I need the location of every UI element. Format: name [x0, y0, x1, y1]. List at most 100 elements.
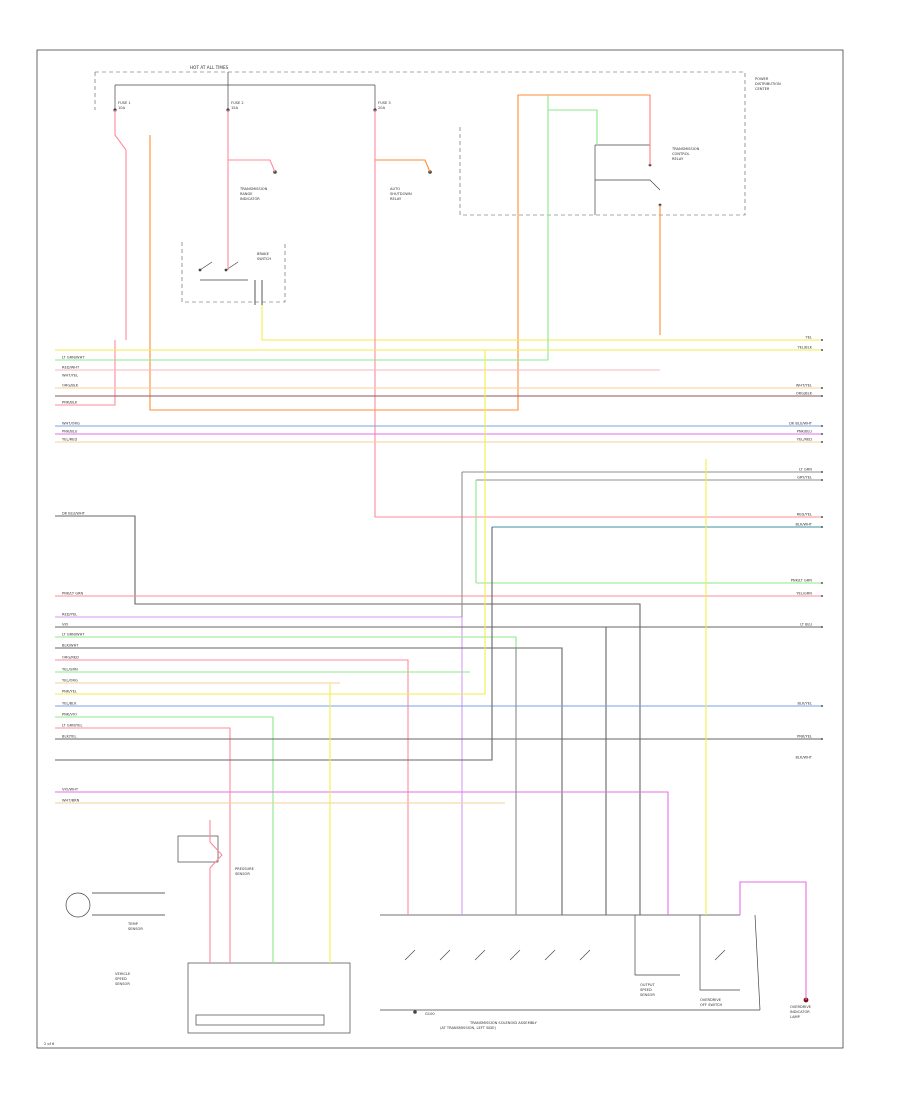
wire-46 [55, 791, 669, 915]
right-wire-label: DK BLU/WHT [789, 422, 813, 426]
right-wire-label: LT BLU [800, 623, 812, 627]
left-wire-label: LT GRN/WHT [62, 356, 85, 360]
left-wire-label: LT GRN/WHT [62, 633, 85, 637]
terminal-dot-4 [821, 395, 823, 397]
right-wire-label: BLK/WHT [796, 756, 813, 760]
svg-text:TEMP: TEMP [127, 922, 139, 926]
right-wire-label: YEL/BLK [797, 346, 812, 350]
speed-sensor-block: VEHICLE SPEED SENSOR [115, 962, 351, 1034]
svg-text:INDICATOR: INDICATOR [240, 197, 260, 201]
svg-text:SENSOR: SENSOR [640, 993, 655, 997]
right-wire-label: YEL/GRN [796, 592, 812, 596]
left-wire-label: PNK/LT GRN [62, 592, 84, 596]
svg-text:TRANSMISSION SOLENOID ASSEMBLY: TRANSMISSION SOLENOID ASSEMBLY [469, 1021, 538, 1025]
overdrive-indicator-lamp: OVERDRIVE INDICATOR LAMP [790, 997, 812, 1019]
terminal-dot-11 [821, 526, 823, 528]
wire-label-layer: LT GRN/WHTRED/WHTWHT/YELORG/BLKPNK/BLKWH… [62, 336, 823, 803]
right-wire-label: ORG/BLK [796, 392, 813, 396]
trans-range-indicator: TRANSMISSION RANGE INDICATOR [239, 170, 277, 201]
terminal-dot-5 [821, 425, 823, 427]
terminal-dot-9 [821, 479, 823, 481]
left-wire-label: WHT/ORG [62, 422, 80, 426]
svg-text:RELAY: RELAY [672, 157, 684, 161]
left-wire-label: VIO [62, 623, 69, 627]
right-wire-label: RED/YEL [797, 513, 812, 517]
svg-text:OVERDRIVE: OVERDRIVE [700, 998, 722, 1002]
trans-control-relay: TRANSMISSION CONTROL RELAY [594, 144, 700, 215]
right-wire-label: BLK/YEL [797, 702, 812, 706]
fuse-1: FUSE 1 10A [113, 101, 131, 112]
wire-1 [114, 110, 127, 340]
wire-40 [55, 350, 486, 695]
left-wire-label: WHT/YEL [62, 374, 78, 378]
left-wire-label: PNK/BLU [62, 430, 78, 434]
svg-text:10A: 10A [118, 106, 126, 110]
diagram-frame [36, 49, 844, 1049]
svg-text:BRAKE: BRAKE [257, 252, 270, 256]
terminal-dot-14 [821, 626, 823, 628]
left-wire-label: RED/WHT [62, 366, 80, 370]
page-number: 2 of 6 [44, 1042, 55, 1046]
wire-35 [55, 647, 563, 915]
temp-sensor: TEMP SENSOR [65, 892, 143, 931]
svg-text:SENSOR: SENSOR [115, 982, 130, 986]
wire-2 [149, 94, 651, 411]
left-wire-label: PNK/YEL [62, 690, 77, 694]
right-wire-label: WHT/YEL [796, 384, 812, 388]
svg-text:SWITCH: SWITCH [257, 257, 271, 261]
left-wire-label: YEL/ORG [62, 679, 78, 683]
wire-11 [374, 160, 822, 518]
pdb-label-3: CENTER [755, 87, 770, 91]
terminal-dot-16 [821, 738, 823, 740]
svg-text:15A: 15A [231, 106, 239, 110]
svg-text:RANGE: RANGE [240, 192, 253, 196]
svg-text:FUSE 1: FUSE 1 [118, 101, 131, 105]
auto-shutdown-relay: AUTO SHUTDOWN RELAY [390, 170, 432, 201]
trans-solenoid-assembly: TRANSMISSION SOLENOID ASSEMBLY (AT TRANS… [380, 914, 761, 1030]
svg-text:SPEED: SPEED [115, 977, 127, 981]
left-wire-label: BLK/YEL [62, 735, 77, 739]
power-distribution-box [94, 71, 746, 216]
right-wire-label: LT GRN [799, 468, 812, 472]
svg-text:AUTO: AUTO [390, 187, 400, 191]
svg-text:LAMP: LAMP [790, 1015, 801, 1019]
right-wire-label: BLK/WHT [796, 523, 813, 527]
svg-text:OUTPUT: OUTPUT [640, 983, 655, 987]
terminal-dot-3 [821, 387, 823, 389]
terminal-dot-6 [821, 433, 823, 435]
output-speed-sensor: OUTPUT SPEED SENSOR [640, 983, 655, 997]
fuse-3: FUSE 3 20A [373, 101, 391, 112]
svg-text:CONTROL: CONTROL [672, 152, 690, 156]
left-wire-label: DK BLU/WHT [62, 512, 86, 516]
power-label: HOT AT ALL TIMES [190, 65, 229, 70]
wire-45 [55, 527, 493, 761]
right-wire-label: GRY/YEL [797, 476, 812, 480]
pdb-label-1: POWER [755, 77, 769, 81]
left-wire-label: ORG/BLK [62, 384, 79, 388]
left-wire-label: YEL/GRN [62, 668, 78, 672]
wire-12 [55, 95, 549, 361]
wire-54 [739, 881, 807, 1000]
wire-10 [375, 159, 431, 173]
svg-text:RELAY: RELAY [390, 197, 402, 201]
right-wire-label: YEL/RED [797, 438, 812, 442]
terminal-dot-7 [821, 441, 823, 443]
svg-text:(AT TRANSMISSION, LEFT SIDE): (AT TRANSMISSION, LEFT SIDE) [440, 1026, 496, 1030]
right-wire-label: PNK/YEL [797, 735, 812, 739]
svg-text:SHUTDOWN: SHUTDOWN [390, 192, 412, 196]
ground-label: G100 [425, 1012, 435, 1016]
wire-27 [55, 515, 641, 915]
right-wire-label: PNK/LT GRN [791, 579, 813, 583]
left-wire-label: ORG/RED [62, 656, 79, 660]
wire-36 [55, 659, 409, 915]
terminal-dot-1 [821, 339, 823, 341]
svg-text:OFF SWITCH: OFF SWITCH [700, 1003, 722, 1007]
terminal-dot-10 [821, 516, 823, 518]
svg-text:OVERDRIVE: OVERDRIVE [790, 1005, 812, 1009]
svg-text:PRESSURE: PRESSURE [235, 867, 255, 871]
svg-text:SPEED: SPEED [640, 988, 652, 992]
wire-layer [55, 94, 822, 1000]
pressure-sensor: PRESSURE SENSOR [177, 835, 255, 876]
svg-text:INDICATOR: INDICATOR [790, 1010, 810, 1014]
